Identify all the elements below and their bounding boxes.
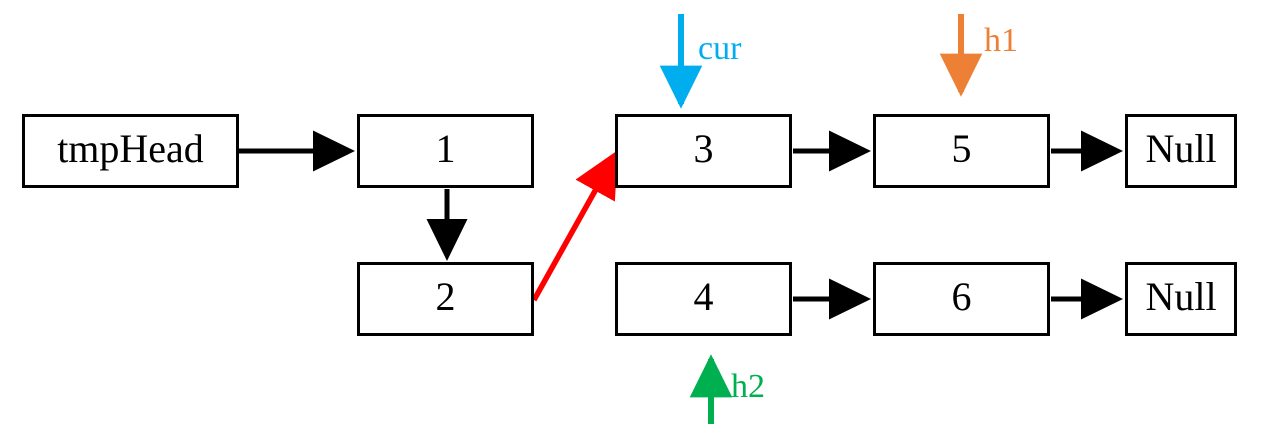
node-label-null-top: Null [1145, 126, 1217, 171]
pointer-label-h2: h2 [731, 368, 765, 405]
node-label-null-bottom: Null [1145, 274, 1217, 319]
node-box-1[interactable]: 1 [357, 114, 534, 188]
node-box-6[interactable]: 6 [873, 262, 1050, 336]
node-label-1: 1 [435, 126, 456, 171]
edge-2-to-3-red [531, 150, 618, 302]
node-box-2[interactable]: 2 [357, 262, 534, 336]
node-box-tmphead[interactable]: tmpHead [22, 114, 239, 188]
node-box-3[interactable]: 3 [615, 114, 792, 188]
node-box-5[interactable]: 5 [873, 114, 1050, 188]
pointer-label-cur: cur [698, 30, 742, 67]
node-box-null-top[interactable]: Null [1125, 114, 1237, 188]
pointer-label-h1: h1 [984, 22, 1018, 59]
node-label-4: 4 [693, 274, 714, 319]
node-label-2: 2 [435, 274, 456, 319]
node-label-5: 5 [951, 126, 972, 171]
node-label-tmphead: tmpHead [57, 126, 204, 171]
node-label-3: 3 [693, 126, 714, 171]
node-label-6: 6 [951, 274, 972, 319]
node-box-4[interactable]: 4 [615, 262, 792, 336]
node-box-null-bottom[interactable]: Null [1125, 262, 1237, 336]
